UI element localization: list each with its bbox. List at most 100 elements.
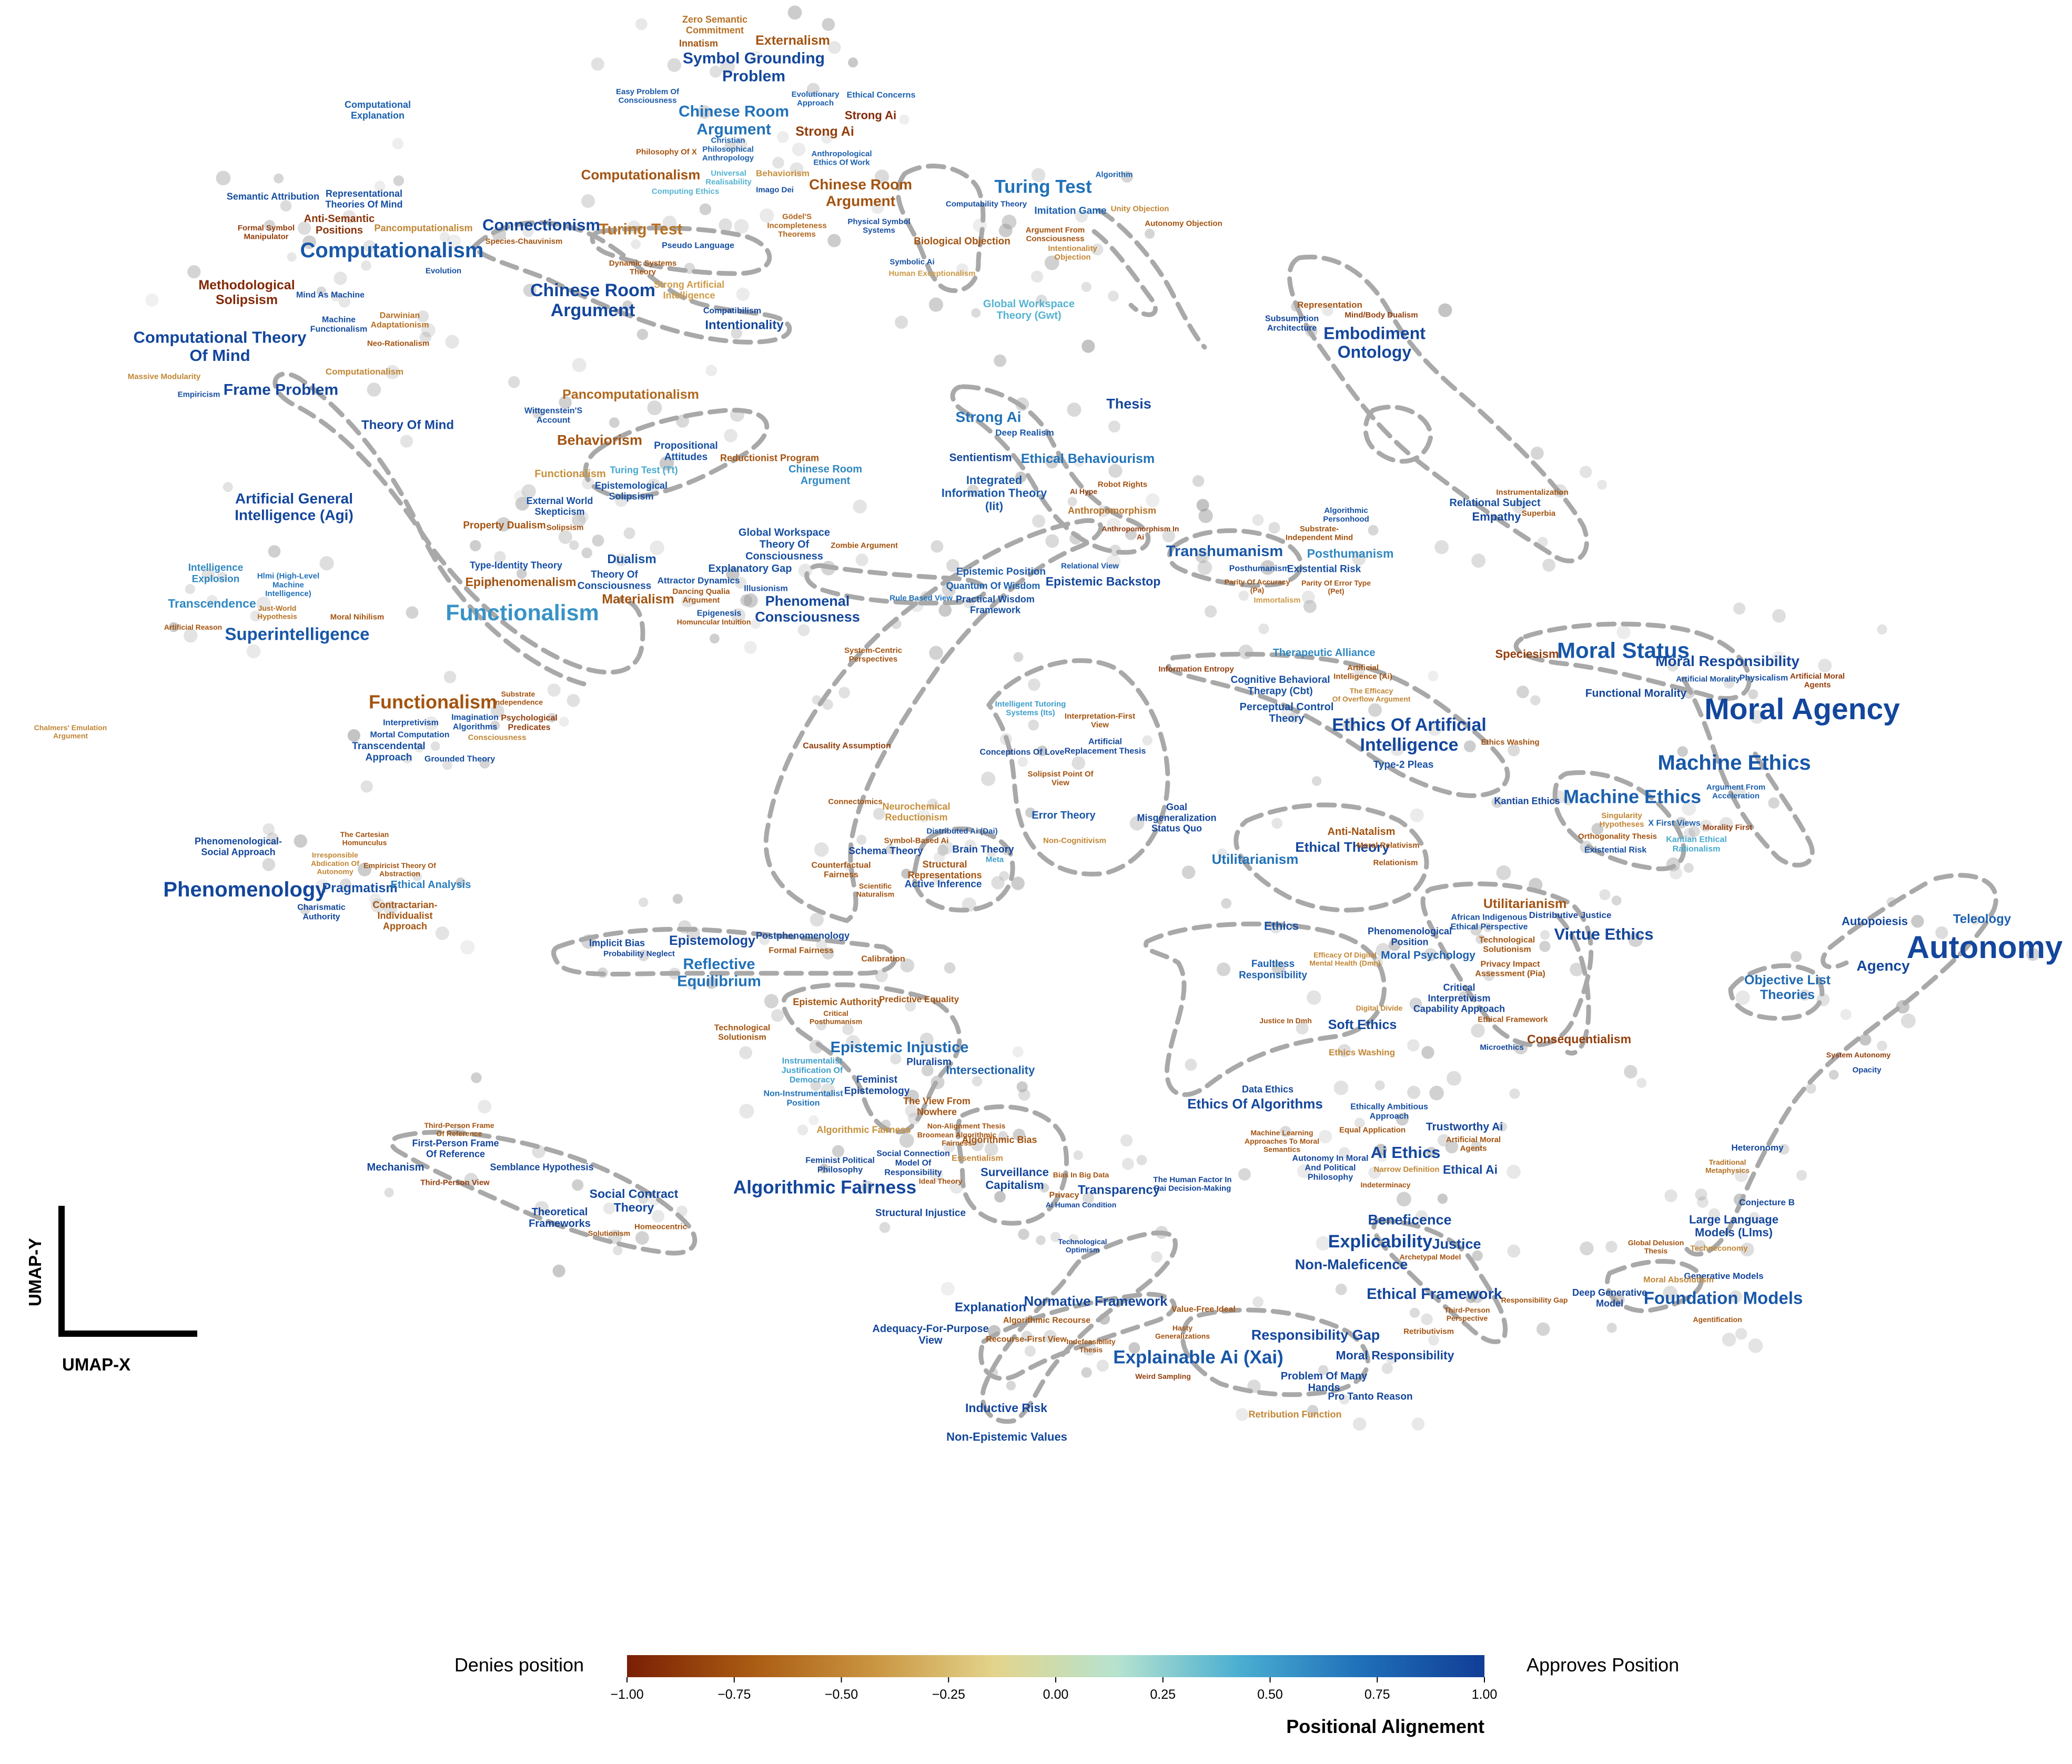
scatter-point — [1580, 466, 1592, 478]
term-label-line: Critical — [1443, 982, 1475, 993]
term-label-line: Posthumanism — [810, 1017, 862, 1026]
scatter-point — [1192, 475, 1205, 487]
scatter-point — [905, 1000, 916, 1012]
term-label: Illusionism — [744, 584, 788, 593]
scatter-point — [705, 977, 718, 989]
term-label-line: Of Reference — [426, 1148, 485, 1159]
term-label-line: Robot Rights — [1098, 480, 1147, 489]
scatter-point — [698, 105, 711, 119]
term-label-line: Probability Neglect — [603, 949, 675, 958]
term-label: Functional Morality — [1585, 687, 1687, 699]
term-label: Physicalism — [1740, 674, 1788, 683]
term-label-line: Innatism — [679, 38, 718, 48]
term-label: Ai Ethics — [1371, 1143, 1441, 1162]
term-label-line: Philosophy — [1308, 1173, 1353, 1182]
colorbar-tick-label: 0.00 — [1043, 1687, 1069, 1702]
term-label: Narrow Definition — [1373, 1165, 1439, 1174]
term-label-line: Ethics Washing — [1329, 1047, 1395, 1057]
scatter-point — [1733, 602, 1746, 615]
scatter-point — [338, 296, 350, 308]
term-label-line: Externalism — [755, 33, 830, 48]
term-label: Connectomics — [828, 797, 882, 806]
scatter-point — [1307, 1405, 1319, 1416]
term-label-line: Theory — [630, 268, 656, 277]
term-label-line: Third-Person — [1444, 1306, 1490, 1314]
term-label-line: Philosophical — [702, 145, 754, 154]
scatter-point — [393, 175, 405, 186]
cluster-hull — [1821, 881, 1928, 970]
scatter-point — [1735, 990, 1750, 1005]
scatter-point — [1428, 1335, 1439, 1346]
term-label-line: Computationalism — [326, 367, 403, 377]
term-label: Inductive Risk — [965, 1401, 1047, 1415]
term-label: Autopoiesis — [1842, 915, 1908, 928]
scatter-point — [790, 162, 804, 176]
term-label: Conjecture B — [1739, 1197, 1795, 1207]
scatter-point — [559, 396, 572, 409]
scatter-point — [1729, 1290, 1743, 1303]
scatter-point — [185, 584, 195, 594]
scatter-point — [636, 328, 649, 340]
term-label-line: Algorithmic Bias — [962, 1134, 1037, 1145]
term-label-line: Representational — [326, 188, 402, 199]
term-label-line: Solutionism — [588, 1229, 630, 1237]
term-label-line: Quantum Of Wisdom — [946, 580, 1040, 591]
term-label-line: Speciesism — [1495, 648, 1559, 661]
colorbar-right-label: Approves Position — [1527, 1654, 1679, 1676]
scatter-point — [1074, 457, 1084, 467]
term-label-line: Contractarian- — [372, 900, 437, 910]
term-label: Machine Ethics — [1657, 751, 1811, 774]
scatter-point — [750, 619, 761, 629]
term-label: Kantian Ethics — [1494, 795, 1560, 806]
term-label-line: Interpretivism — [383, 719, 439, 728]
term-label: Postphenomenology — [756, 930, 850, 941]
term-label-line: Personhood — [1323, 515, 1369, 524]
term-label-line: Property Dualism — [463, 520, 545, 531]
term-label: Weird Sampling — [1135, 1372, 1191, 1380]
scatter-point — [1459, 991, 1469, 1001]
scatter-point — [638, 1194, 649, 1204]
term-label-line: Nowhere — [917, 1106, 957, 1117]
term-label: System Autonomy — [1826, 1051, 1891, 1059]
term-label-line: Empiricist Theory Of — [363, 861, 436, 870]
term-label-line: Hands — [1308, 1382, 1340, 1394]
term-label: Anti-Natalism — [1328, 826, 1396, 838]
scatter-point — [984, 1142, 998, 1156]
scatter-point — [552, 1264, 565, 1277]
term-label-line: Approach — [383, 921, 427, 932]
term-label-line: And Political — [1305, 1164, 1356, 1173]
term-label: Artificial Reason — [164, 623, 222, 631]
term-label-line: Intelligence — [1360, 735, 1458, 755]
term-label-line: Phenomenal — [765, 593, 850, 609]
term-label-line: Transcendental — [352, 741, 425, 752]
term-label-line: Morality First — [1703, 823, 1752, 832]
scatter-point — [1447, 1071, 1461, 1086]
scatter-point — [816, 939, 827, 951]
scatter-point — [1670, 866, 1682, 880]
term-label-line: Zero Semantic — [682, 14, 747, 25]
term-label: Explanation — [955, 1300, 1026, 1314]
scatter-point — [1217, 848, 1227, 858]
scatter-point — [895, 316, 908, 329]
term-label-line: Positions — [316, 225, 363, 236]
scatter-point — [871, 201, 884, 214]
scatter-point — [414, 742, 424, 753]
term-label-line: Consciousness — [745, 550, 823, 562]
term-label-line: Justice In Dmh — [1259, 1016, 1312, 1025]
term-label-line: Symbol-Based Ai — [884, 836, 949, 845]
scatter-point — [1472, 1250, 1483, 1261]
term-label-line: Autonomy In Moral — [1292, 1154, 1369, 1163]
term-label-line: Algorithmic — [1324, 506, 1368, 515]
term-label: Neo-Rationalism — [367, 339, 429, 348]
scatter-point — [1734, 1168, 1748, 1182]
term-label-line: Metaphysics — [1705, 1166, 1750, 1175]
term-label: Microethics — [1480, 1043, 1523, 1052]
